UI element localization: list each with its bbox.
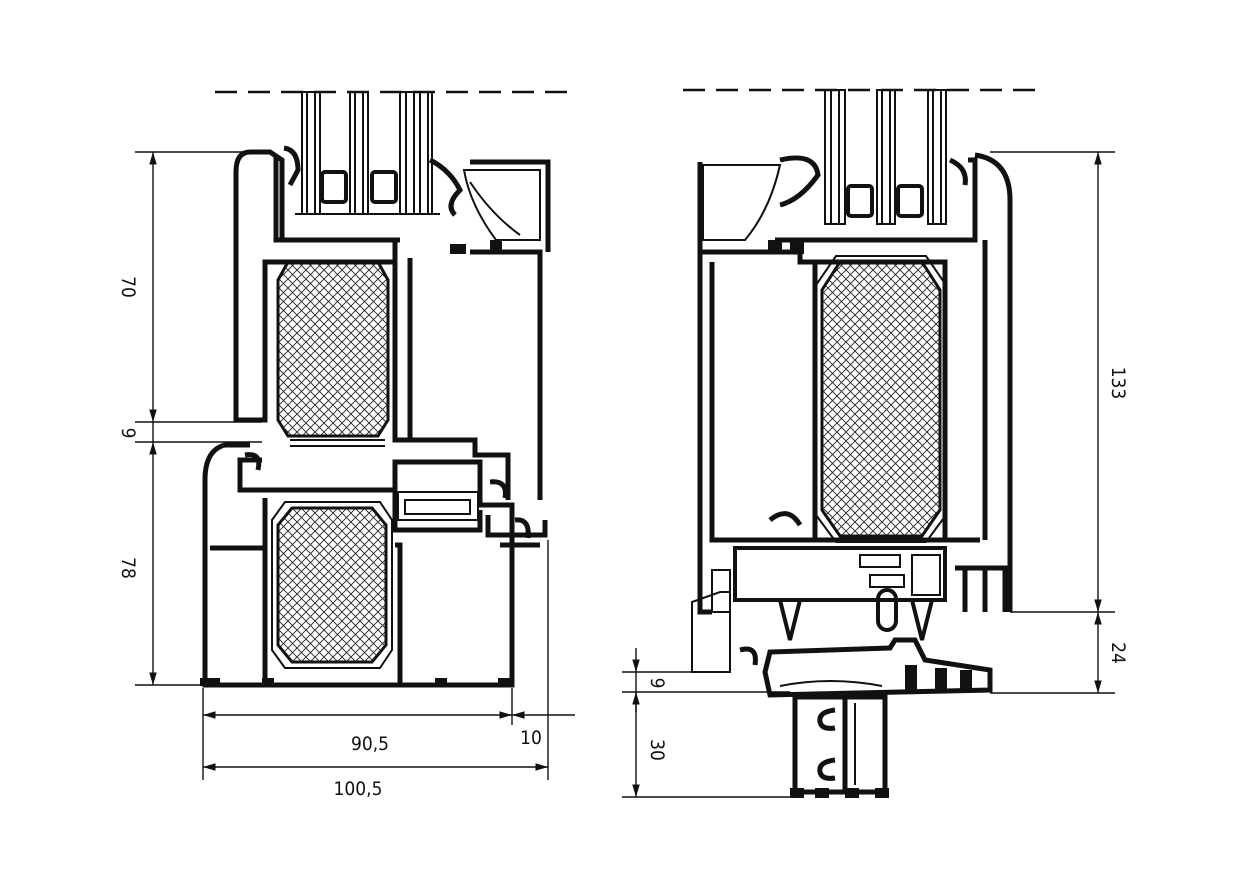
dim-width-100-5: 100,5 [334, 778, 383, 800]
right-threshold-dimensions [622, 648, 790, 798]
left-upper-sash [233, 145, 551, 500]
left-window-section: 70 9 78 90,5 10 100,5 [117, 90, 575, 800]
dim-width-90-5: 90,5 [351, 733, 389, 755]
dim-left-78: 78 [117, 557, 139, 579]
dim-right-133: 133 [1107, 367, 1129, 400]
right-insulation [820, 260, 942, 538]
left-lower-insulation [276, 506, 388, 664]
dim-right-30: 30 [646, 739, 668, 761]
dim-right-24: 24 [1107, 642, 1129, 664]
right-threshold [691, 546, 1008, 698]
dim-left-9: 9 [117, 428, 139, 439]
left-horizontal-dimensions [202, 540, 575, 780]
dim-width-10: 10 [520, 727, 542, 749]
right-glazing-unit [824, 89, 947, 225]
right-vertical-dimensions [990, 151, 1115, 694]
dim-left-70: 70 [117, 276, 139, 298]
left-lower-frame [200, 442, 548, 688]
left-glazing-unit [295, 91, 440, 215]
dim-right-9: 9 [646, 678, 668, 689]
right-door-section: 133 24 9 30 [622, 88, 1129, 798]
right-base-profile [790, 694, 889, 798]
left-upper-insulation [276, 260, 390, 438]
left-vertical-dimensions [135, 151, 270, 686]
